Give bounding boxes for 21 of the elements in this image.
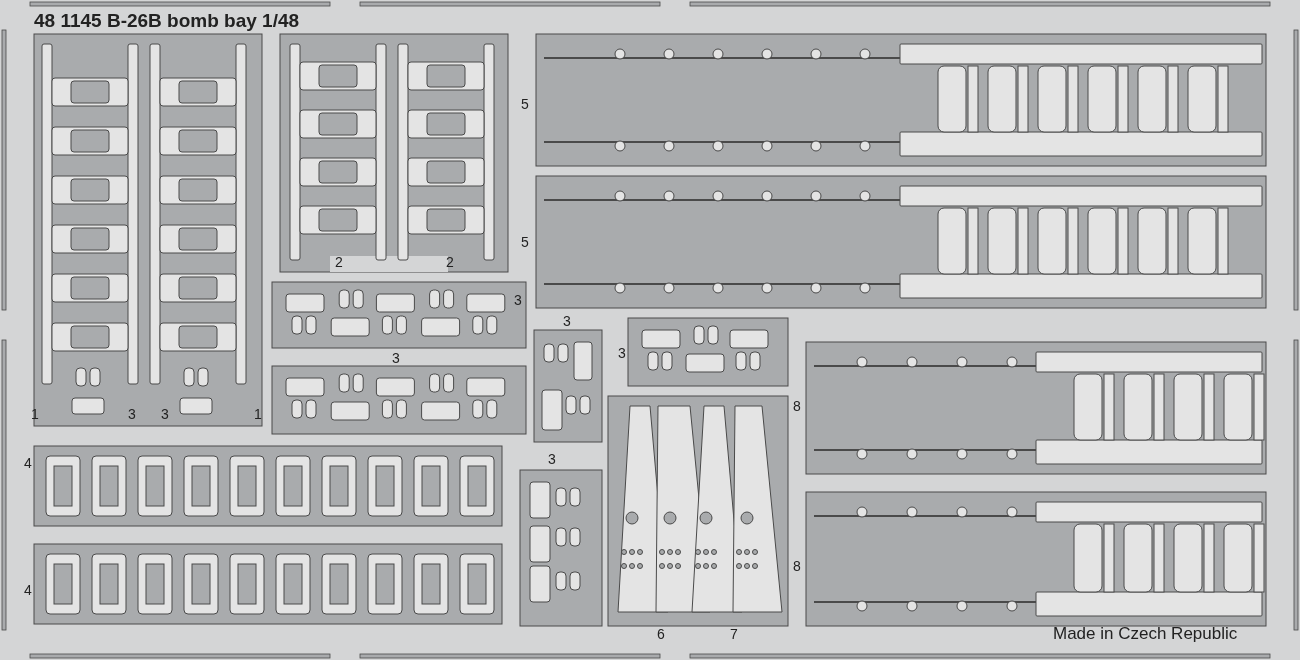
part-number: 6 <box>657 626 665 642</box>
part-number: 1 <box>31 406 39 422</box>
part-number: 3 <box>128 406 136 422</box>
part-number: 3 <box>514 292 522 308</box>
part-number: 8 <box>793 398 801 414</box>
origin-note: Made in Czech Republic <box>1053 626 1238 642</box>
part-number: 3 <box>618 345 626 361</box>
part-number: 5 <box>521 234 529 250</box>
part-number: 4 <box>24 582 32 598</box>
part-number: 1 <box>254 406 262 422</box>
title: 48 1145 B-26B bomb bay 1/48 <box>34 10 300 32</box>
part-number: 3 <box>548 451 556 467</box>
part-number: 3 <box>563 313 571 329</box>
part-number: 3 <box>161 406 169 422</box>
part-number: 2 <box>335 254 343 270</box>
part-number: 5 <box>521 96 529 112</box>
part-number: 3 <box>392 350 400 366</box>
part-number: 8 <box>793 558 801 574</box>
part-number: 7 <box>730 626 738 642</box>
part-number: 4 <box>24 455 32 471</box>
part-number: 2 <box>446 254 454 270</box>
